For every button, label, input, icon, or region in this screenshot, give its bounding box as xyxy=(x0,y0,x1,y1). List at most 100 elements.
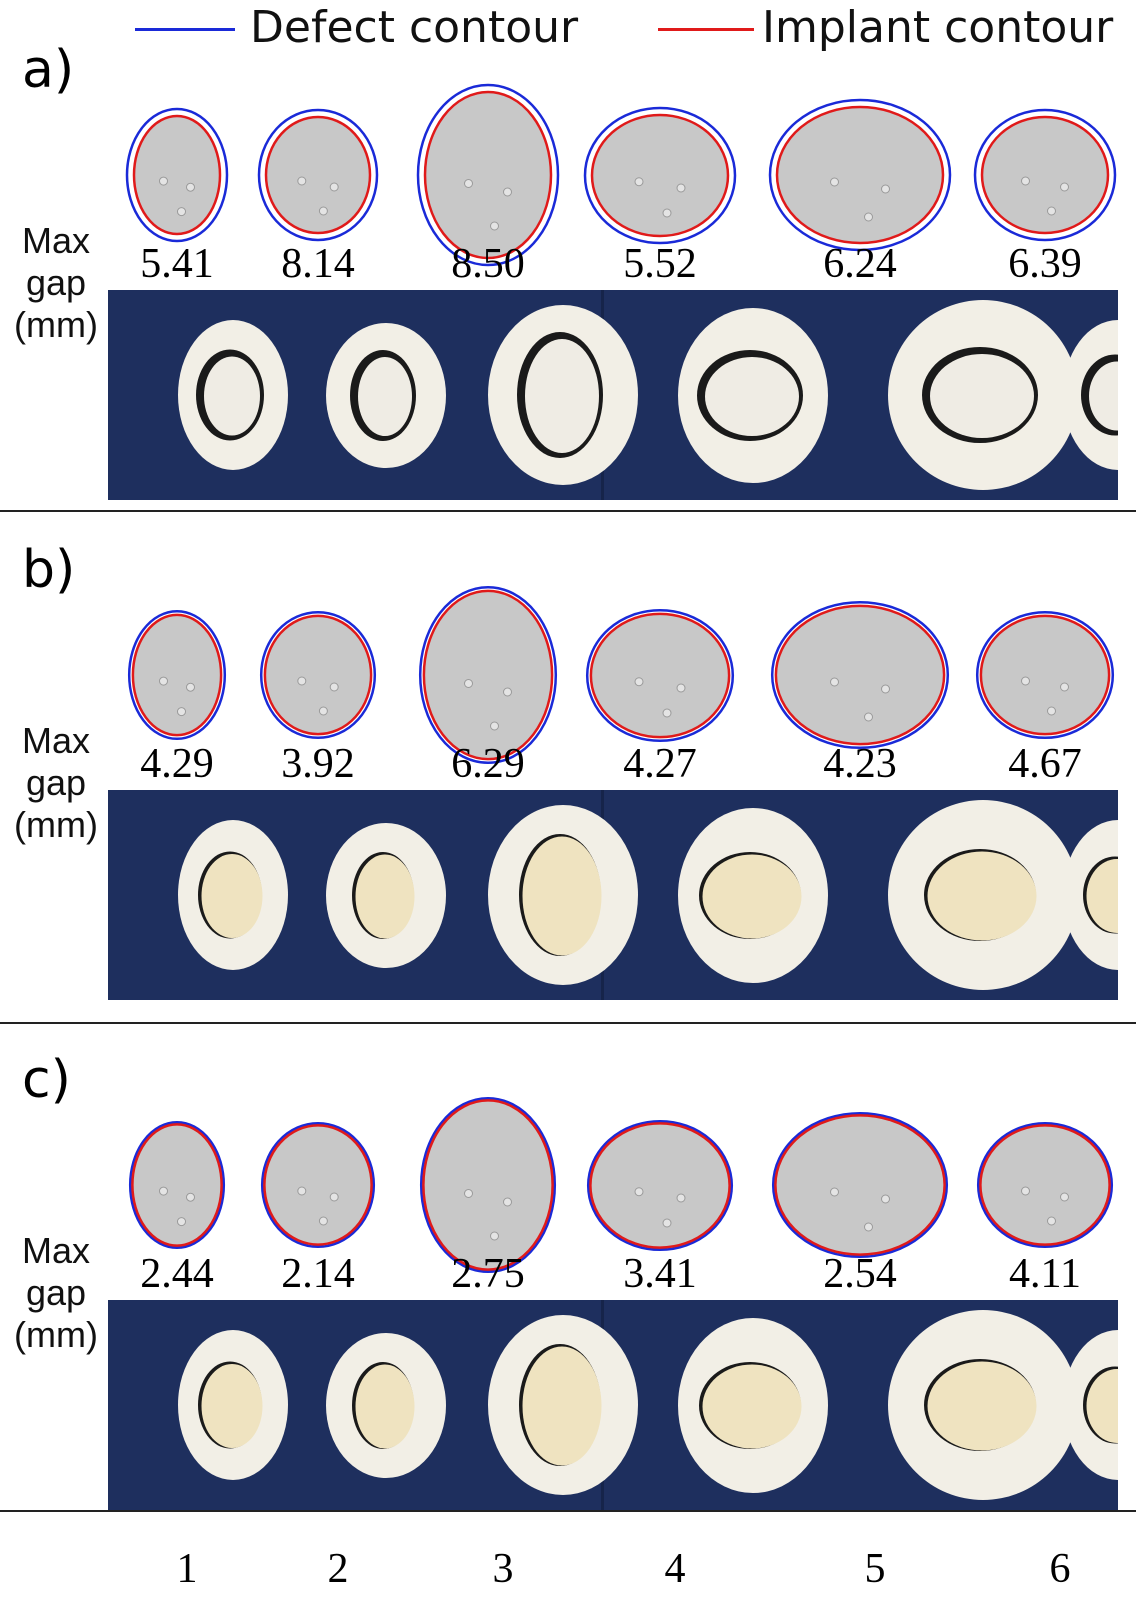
fixation-point xyxy=(464,1189,473,1198)
implant-contour xyxy=(264,115,372,235)
implant-plug xyxy=(525,339,599,453)
implant-plug xyxy=(705,356,799,436)
defect-contour xyxy=(418,585,558,765)
max-gap-value: 2.44 xyxy=(140,1251,214,1297)
fixation-point xyxy=(329,682,339,692)
max-gap-label-line: Max xyxy=(21,720,90,761)
implant-plug xyxy=(927,851,1037,941)
implant-contour xyxy=(589,1121,731,1249)
implant-contour xyxy=(589,612,731,738)
implant-render xyxy=(583,106,737,244)
defect-contour xyxy=(259,610,377,740)
defect-contour xyxy=(585,608,735,742)
max-gap-label-line: (mm) xyxy=(14,1314,98,1355)
implant-plug xyxy=(1086,859,1118,933)
implant-contour xyxy=(774,604,946,746)
implant-plug xyxy=(1086,1369,1118,1443)
implant-contour xyxy=(774,1114,946,1256)
fixation-point xyxy=(676,683,686,692)
skull-model xyxy=(178,320,288,470)
implant-render xyxy=(975,610,1115,740)
defect-legend-line xyxy=(135,28,235,31)
max-gap-label-line: gap xyxy=(25,762,87,803)
fixation-point xyxy=(662,708,672,717)
implant-contour xyxy=(131,1123,223,1247)
defect-contour xyxy=(583,106,737,244)
case-number: 1 xyxy=(176,1546,198,1592)
implant-plug xyxy=(201,1364,263,1448)
implant-contour xyxy=(979,614,1111,736)
implant-render xyxy=(260,1121,376,1249)
implant-plug xyxy=(702,1364,802,1448)
defect-contour xyxy=(768,98,952,252)
divider-b xyxy=(0,1022,1136,1024)
implant-contour xyxy=(263,614,373,736)
fixation-point xyxy=(318,206,328,216)
fixation-point xyxy=(186,682,195,692)
fixation-point xyxy=(676,1193,686,1202)
skull-model xyxy=(888,300,1078,490)
implant-render xyxy=(973,108,1117,242)
fixation-point xyxy=(177,1217,186,1227)
max-gap-value: 3.41 xyxy=(623,1251,697,1297)
fixation-point xyxy=(881,1194,890,1204)
defect-contour xyxy=(975,610,1115,740)
fixation-point xyxy=(1021,676,1030,686)
implant-legend-label: Implant contour xyxy=(762,2,1114,53)
fixation-point xyxy=(881,684,890,694)
skull-model xyxy=(678,1317,828,1493)
implant-render xyxy=(416,83,560,267)
fixation-point xyxy=(503,1197,512,1207)
fixation-point xyxy=(503,687,512,697)
implant-legend-line xyxy=(658,28,754,31)
max-gap-value: 2.54 xyxy=(823,1251,897,1297)
max-gap-value: 2.75 xyxy=(451,1251,525,1297)
implant-render xyxy=(976,1121,1114,1249)
fixation-point xyxy=(1060,182,1069,192)
fixation-point xyxy=(662,208,672,217)
fixation-point xyxy=(318,1216,328,1226)
skull-model xyxy=(678,307,828,483)
max-gap-value: 6.29 xyxy=(451,741,525,787)
implant-plug xyxy=(204,356,260,436)
max-gap-label-line: (mm) xyxy=(14,304,98,345)
max-gap-value: 8.14 xyxy=(281,241,355,287)
fixation-point xyxy=(864,212,873,222)
max-gap-label-line: (mm) xyxy=(14,804,98,845)
implant-photo xyxy=(108,1300,1118,1510)
fixation-point xyxy=(881,184,890,194)
max-gap-label-line: Max xyxy=(21,1230,90,1271)
fixation-point xyxy=(490,721,499,731)
max-gap-value: 4.23 xyxy=(823,741,897,787)
defect-contour xyxy=(770,600,950,750)
case-number: 6 xyxy=(1049,1546,1071,1592)
implant-contour xyxy=(131,613,223,737)
max-gap-value: 4.27 xyxy=(623,741,697,787)
fixation-point xyxy=(329,182,339,192)
skull-model xyxy=(888,800,1078,990)
implant-contour xyxy=(775,105,945,245)
case-number: 4 xyxy=(664,1546,686,1592)
implant-render xyxy=(259,610,377,740)
fixation-point xyxy=(1021,176,1030,186)
max-gap-value: 3.92 xyxy=(281,741,355,787)
max-gap-value: 6.24 xyxy=(823,241,897,287)
fixation-point xyxy=(159,176,168,186)
max-gap-value: 8.50 xyxy=(451,241,525,287)
implant-contour xyxy=(263,1124,373,1246)
case-number: 2 xyxy=(327,1546,349,1592)
fixation-point xyxy=(464,179,473,188)
implant-plug xyxy=(358,356,412,436)
skull-model xyxy=(326,1332,446,1478)
skull-model xyxy=(178,1330,288,1480)
fixation-point xyxy=(186,1192,195,1202)
fixation-point xyxy=(490,1231,499,1241)
fixation-point xyxy=(864,1222,873,1232)
skull-model xyxy=(1063,820,1118,970)
max-gap-label-line: gap xyxy=(25,1272,87,1313)
implant-render xyxy=(771,1111,949,1259)
